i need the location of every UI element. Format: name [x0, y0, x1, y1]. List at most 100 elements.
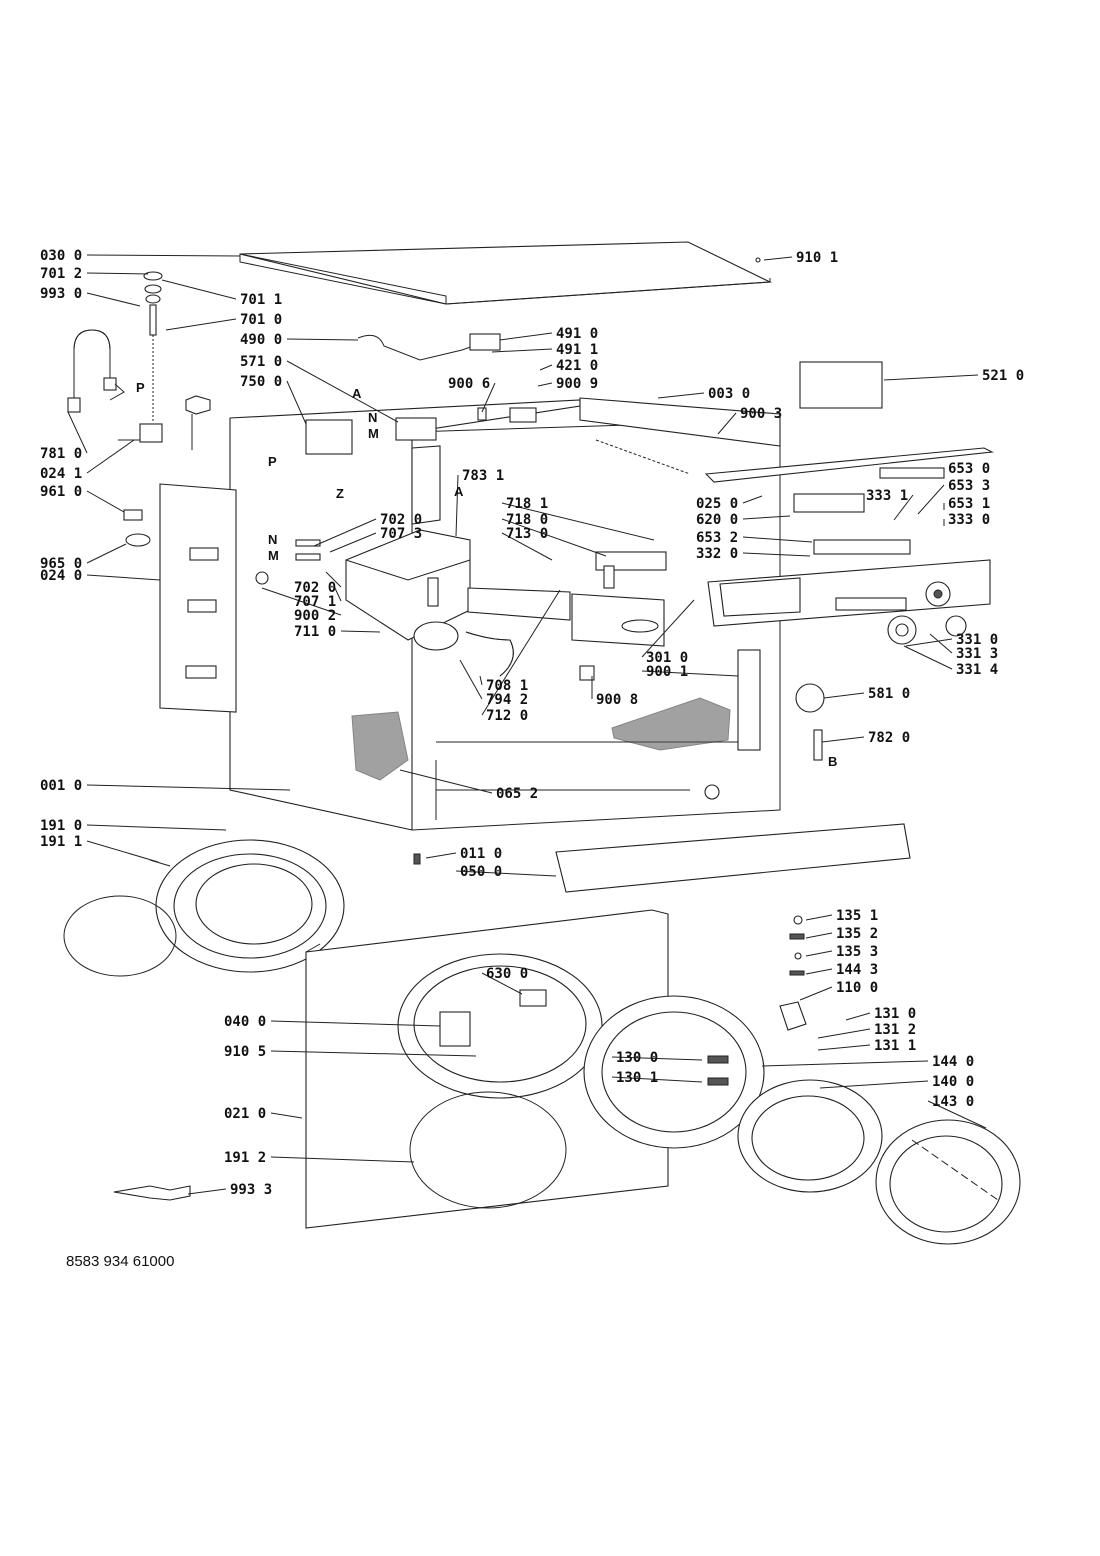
leader-line [481, 382, 496, 413]
leader-line [86, 840, 159, 863]
leader-line [845, 1012, 871, 1021]
top-lid [239, 241, 773, 305]
callout-782-0: 782 0 [868, 730, 910, 746]
leader-line [501, 502, 655, 541]
leader-line [501, 532, 553, 561]
detergent-housing [345, 529, 667, 677]
callout-144-3: 144 3 [836, 962, 878, 978]
callout-783-1: 783 1 [462, 468, 504, 484]
callout-794-2: 794 2 [486, 692, 528, 708]
small-parts [113, 257, 805, 1201]
leader-line [86, 543, 127, 564]
callout-331-3: 331 3 [956, 646, 998, 662]
callout-961-0: 961 0 [40, 484, 82, 500]
leader-line [425, 852, 457, 859]
leader-line [86, 784, 291, 791]
door-gasket [63, 839, 345, 977]
callout-750-0: 750 0 [240, 374, 282, 390]
callout-900-3: 900 3 [740, 406, 782, 422]
document-code: 8583 934 61000 [66, 1253, 174, 1270]
leader-line [501, 518, 607, 557]
callout-653-0: 653 0 [948, 461, 990, 477]
callout-900-9: 900 9 [556, 376, 598, 392]
leader-line [537, 382, 553, 387]
leader-line [819, 1080, 929, 1089]
leader-line [270, 1156, 415, 1163]
callout-490-0: 490 0 [240, 332, 282, 348]
leader-line [893, 494, 914, 521]
callout-993-3: 993 3 [230, 1182, 272, 1198]
callout-331-0: 331 0 [956, 632, 998, 648]
callout-135-2: 135 2 [836, 926, 878, 942]
leader-line [539, 364, 553, 371]
leader-line [717, 412, 737, 435]
callout-130-0: 130 0 [616, 1050, 658, 1066]
callout-900-8: 900 8 [596, 692, 638, 708]
callout-130-1: 130 1 [616, 1070, 658, 1086]
callout-900-1: 900 1 [646, 664, 688, 680]
callout-708-1: 708 1 [486, 678, 528, 694]
callout-900-6: 900 6 [448, 376, 490, 392]
leader-line [742, 515, 791, 520]
callout-702-0: 702 0 [380, 512, 422, 528]
callout-707-1: 707 1 [294, 594, 336, 610]
leader-line [491, 348, 553, 353]
leader-line [799, 986, 833, 1001]
leader-line [333, 585, 342, 602]
callout-144-0: 144 0 [932, 1054, 974, 1070]
rear-panel [159, 483, 237, 713]
callout-620-0: 620 0 [696, 512, 738, 528]
leader-line [742, 552, 811, 557]
callout-701-2: 701 2 [40, 266, 82, 282]
callout-910-1: 910 1 [796, 250, 838, 266]
callout-653-3: 653 3 [948, 478, 990, 494]
callout-135-1: 135 1 [836, 908, 878, 924]
leader-line [763, 256, 793, 261]
leader-line [742, 495, 763, 504]
leader-line [805, 932, 833, 939]
callout-001-0: 001 0 [40, 778, 82, 794]
letter-marker-a: A [454, 484, 464, 499]
callout-143-0: 143 0 [932, 1094, 974, 1110]
leader-line [479, 675, 483, 686]
callout-131-1: 131 1 [874, 1038, 916, 1054]
leader-line [805, 968, 833, 975]
callout-993-0: 993 0 [40, 286, 82, 302]
callout-024-0: 024 0 [40, 568, 82, 584]
leader-line [329, 532, 377, 553]
leader-line [657, 392, 705, 399]
callout-301-0: 301 0 [646, 650, 688, 666]
leader-line [611, 1076, 703, 1083]
callout-718-0: 718 0 [506, 512, 548, 528]
callout-050-0: 050 0 [460, 864, 502, 880]
inlet-hose [67, 271, 211, 450]
callout-024-1: 024 1 [40, 466, 82, 482]
leader-line [823, 692, 865, 699]
leader-line [817, 1028, 871, 1039]
leader-line [742, 536, 813, 543]
callout-701-1: 701 1 [240, 292, 282, 308]
callout-581-0: 581 0 [868, 686, 910, 702]
leader-line [325, 571, 342, 588]
callout-900-2: 900 2 [294, 608, 336, 624]
letter-marker-n: N [368, 410, 377, 425]
leader-line [455, 870, 557, 877]
callout-131-0: 131 0 [874, 1006, 916, 1022]
callout-021-0: 021 0 [224, 1106, 266, 1122]
leader-line [611, 1056, 703, 1061]
callout-065-2: 065 2 [496, 786, 538, 802]
leader-line [86, 272, 149, 275]
control-panel [704, 361, 994, 761]
leader-line [399, 769, 493, 794]
leader-line [905, 638, 953, 647]
leader-line [455, 474, 459, 537]
letter-marker-n: N [268, 532, 277, 547]
leader-line [821, 736, 865, 743]
leader-line [286, 360, 399, 423]
leader-line [761, 1060, 929, 1067]
callout-025-0: 025 0 [696, 496, 738, 512]
callout-702-0: 702 0 [294, 580, 336, 596]
callout-711-0: 711 0 [294, 624, 336, 640]
